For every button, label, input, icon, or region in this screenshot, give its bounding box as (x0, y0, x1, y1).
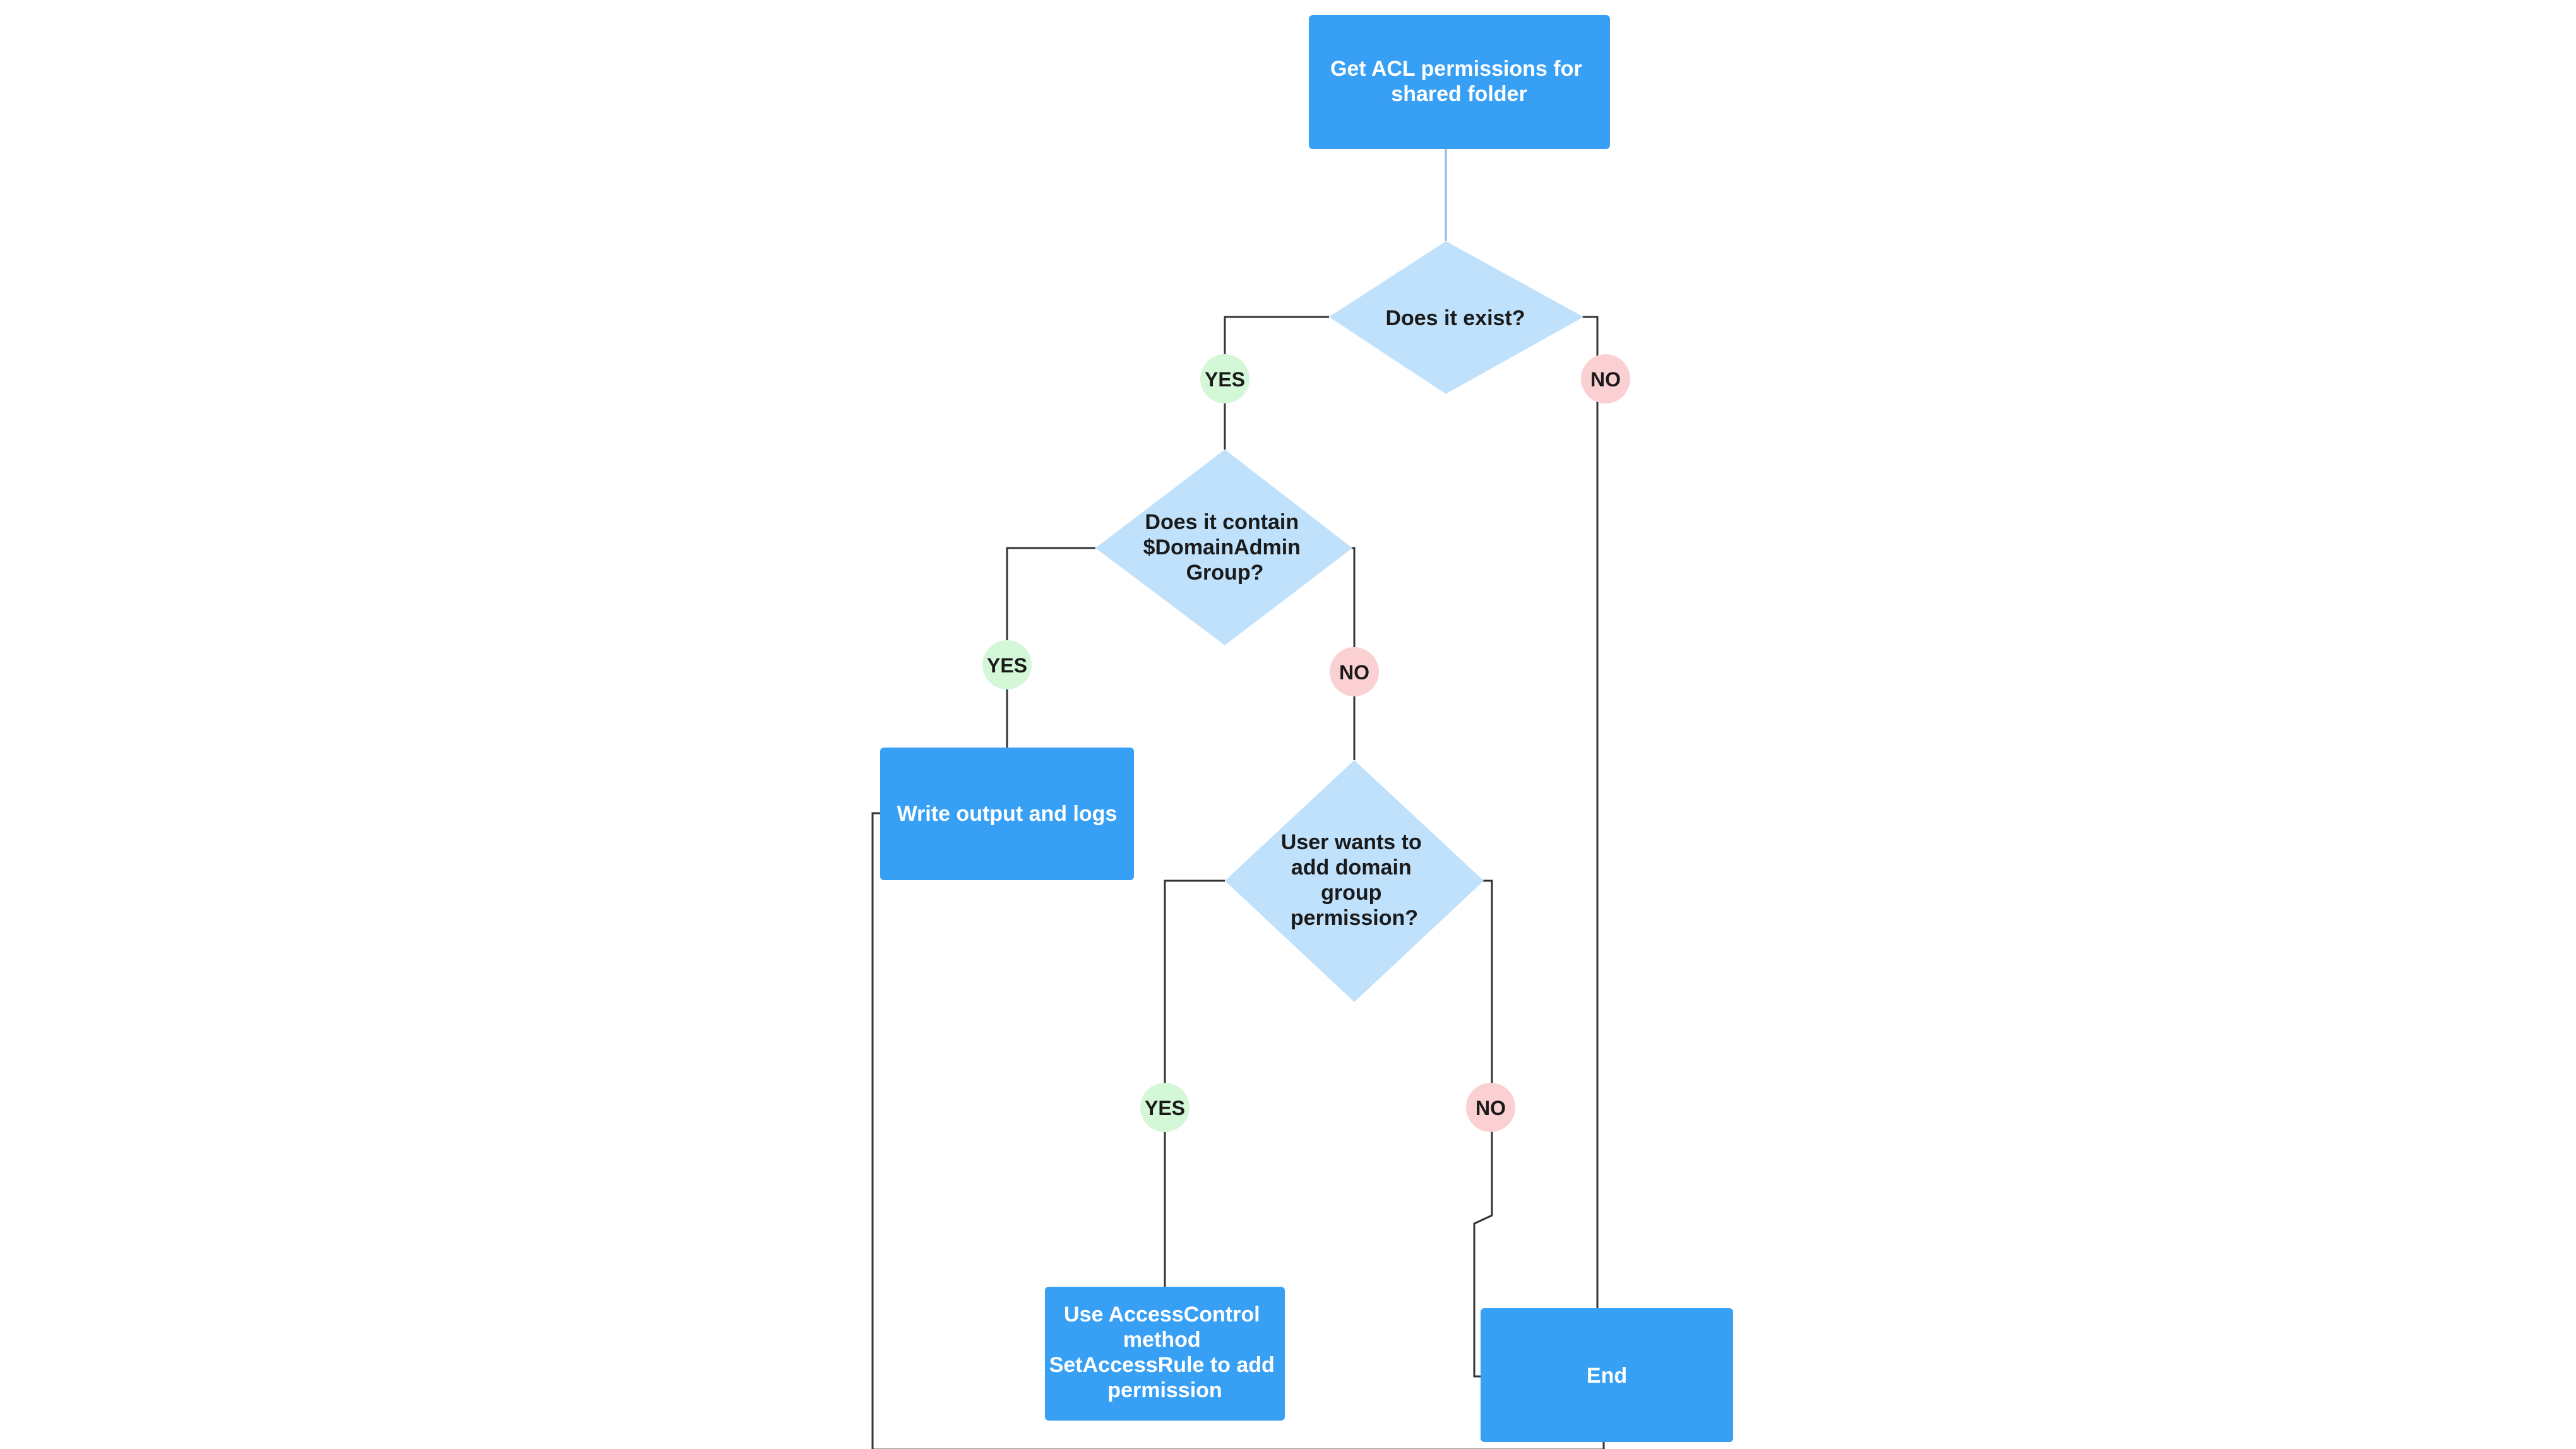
connector-user-wants-yes (1164, 880, 1225, 1287)
use-access-control-text-line-2: method (1123, 1328, 1201, 1352)
svg-text:Use AccessControl method: Use AccessControl method SetAccessRule t… (1049, 1303, 1281, 1402)
svg-text:Does it contain $DomainA: Does it contain $DomainAdmin Group? (1143, 510, 1307, 585)
end-process-box: End (1481, 1308, 1733, 1442)
contains-no-text: NO (1339, 661, 1369, 684)
svg-text:End: End (1587, 1364, 1627, 1388)
svg-text:Write output and logs: Write output and logs (897, 802, 1118, 826)
user-wants-decision-text-line-1: User wants to (1281, 830, 1422, 854)
user-wants-decision-text-line-3: group (1321, 881, 1381, 905)
write-output-process-box: Write output and logs (880, 748, 1134, 880)
user-wants-decision-diamond: User wants to add domain group permissio… (1225, 760, 1484, 1002)
svg-text:User wants to add domain: User wants to add domain group permissio… (1281, 830, 1428, 930)
exists-decision-diamond: Does it exist? (1329, 241, 1583, 394)
exists-yes-label: YES (1200, 354, 1249, 403)
write-output-text: Write output and logs (897, 802, 1118, 826)
connector-user-wants-no (1473, 880, 1493, 1378)
connector-exists-yes (1224, 316, 1329, 450)
contains-decision-text-line-3: Group? (1186, 561, 1264, 585)
contains-decision-diamond: Does it contain $DomainAdmin Group? (1095, 450, 1352, 645)
user-wants-no-text: NO (1476, 1097, 1506, 1119)
exists-no-label: NO (1581, 354, 1630, 403)
user-wants-yes-text: YES (1145, 1097, 1185, 1119)
exists-decision-text: Does it exist? (1385, 306, 1525, 330)
user-wants-decision-text-line-4: permission? (1291, 906, 1418, 930)
use-access-control-process-box: Use AccessControl method SetAccessRule t… (1045, 1287, 1285, 1421)
contains-decision-text-line-1: Does it contain (1145, 510, 1299, 534)
end-text: End (1587, 1364, 1627, 1388)
contains-yes-label: YES (982, 640, 1032, 689)
user-wants-no-label: NO (1466, 1083, 1515, 1132)
use-access-control-text-line-3: SetAccessRule to add (1049, 1353, 1275, 1377)
svg-text:Does it exist?: Does it exist? (1385, 306, 1525, 330)
exists-yes-text: YES (1205, 368, 1245, 391)
connector-write-output-loop (871, 812, 1605, 1449)
connector-exists-no (1563, 316, 1599, 1308)
contains-yes-text: YES (987, 654, 1027, 677)
user-wants-yes-label: YES (1140, 1083, 1190, 1132)
contains-decision-text-line-2: $DomainAdmin (1143, 535, 1301, 559)
start-text-line-1: Get ACL permissions for (1330, 57, 1582, 81)
svg-text:Get ACL permissions for: Get ACL permissions for shared folder (1330, 57, 1588, 106)
user-wants-decision-text-line-2: add domain (1291, 856, 1412, 880)
use-access-control-text-line-4: permission (1107, 1378, 1222, 1402)
contains-no-label: NO (1330, 647, 1379, 696)
start-text-line-2: shared folder (1391, 82, 1527, 106)
start-process-box: Get ACL permissions for shared folder (1309, 15, 1610, 149)
exists-no-text: NO (1590, 368, 1621, 391)
use-access-control-text-line-1: Use AccessControl (1064, 1303, 1260, 1327)
